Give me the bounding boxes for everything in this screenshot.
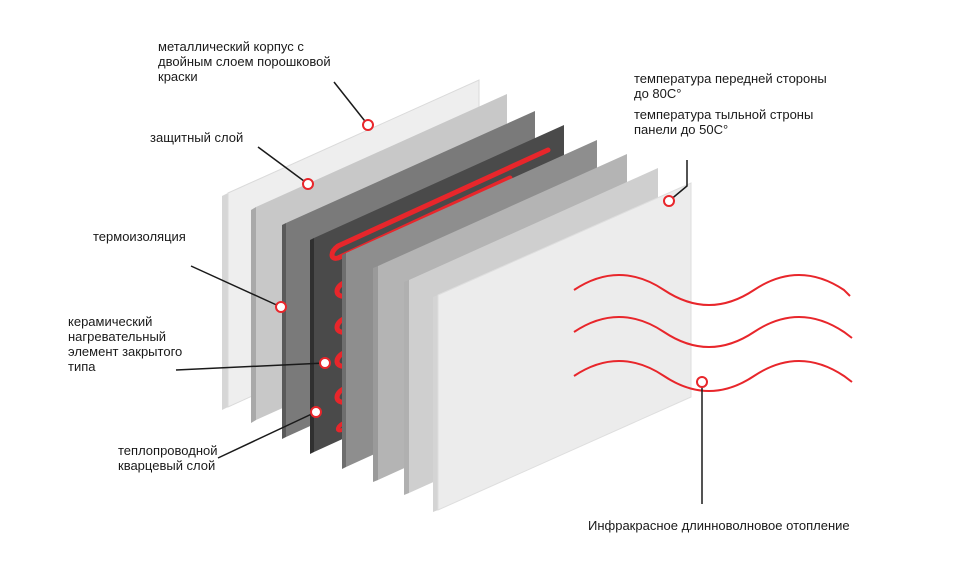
marker-metal-case [362,119,374,131]
label-thermal-insulation: термоизоляция [93,229,186,244]
wave-1 [573,274,851,306]
marker-quartz [310,406,322,418]
marker-protective [302,178,314,190]
layer-front-panel [433,182,692,512]
heating-coil [329,147,551,261]
infrared-waves [573,274,853,392]
marker-infrared [696,376,708,388]
leader-protective [257,146,309,185]
marker-front-panel [663,195,675,207]
markers [275,119,708,418]
leader-lines [175,81,703,504]
leader-metal-case [333,81,369,126]
label-quartz-layer: теплопроводной кварцевый слой [118,443,218,473]
label-ceramic-element: керамический нагревательный элемент закр… [68,314,183,374]
label-protective-layer: защитный слой [150,130,244,145]
leader-temperature [668,160,688,202]
leader-quartz [217,411,317,459]
label-back-temperature: температура тыльной строны панели до 50С… [634,107,814,137]
leader-thermal-insulation [190,265,282,308]
wave-2 [573,316,853,348]
label-metal-case: металлический корпус с двойным слоем пор… [158,39,331,84]
marker-thermal-insulation [275,301,287,313]
leader-ceramic-element [175,362,326,371]
label-front-temperature: температура передней стороны до 80С° [634,71,827,101]
wave-3 [573,360,853,392]
marker-ceramic-element [319,357,331,369]
label-infrared-heating: Инфракрасное длинноволновое отопление [588,518,850,533]
